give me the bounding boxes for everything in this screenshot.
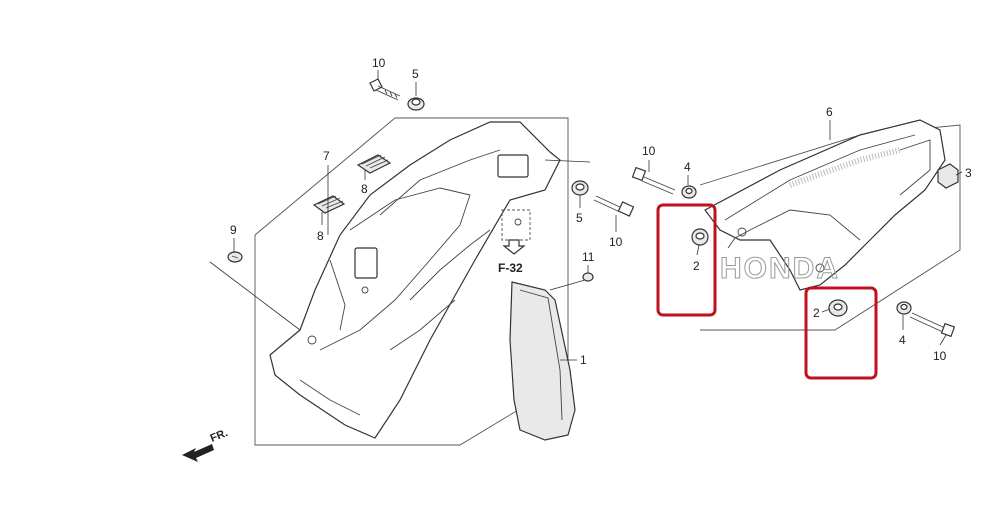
- callout-2-right: 2: [813, 306, 820, 320]
- pad-part-8-lower: [312, 195, 346, 214]
- grommet-part-2-left: [691, 228, 709, 246]
- bolt-part-10-middle: [593, 195, 635, 217]
- splash-guard-part-1: [509, 281, 576, 441]
- callout-10-lower-right: 10: [933, 349, 947, 363]
- callout-8-upper: 8: [361, 182, 368, 196]
- bolt-part-10-lower-right: [909, 312, 956, 338]
- front-direction-arrow: [182, 444, 214, 462]
- rear-fender-frame: [254, 117, 569, 446]
- collar-part-5-middle: [571, 180, 589, 196]
- collar-part-5-top: [407, 97, 425, 111]
- brand-logo: HONDA: [720, 252, 840, 285]
- bolt-part-10-top: [369, 78, 401, 101]
- callout-2-left: 2: [693, 259, 700, 273]
- callout-4-lower: 4: [899, 333, 906, 347]
- washer-part-4-upper: [681, 185, 697, 199]
- washer-part-4-lower: [896, 301, 912, 315]
- part-3-block: [937, 163, 959, 189]
- callout-9: 9: [230, 223, 237, 237]
- bolt-part-10-upper-right: [631, 166, 676, 195]
- rear-cowl-frame: [699, 124, 961, 331]
- pad-part-8-upper: [356, 154, 392, 174]
- rear-cowl-part-6: [704, 119, 946, 291]
- screw-part-9: [227, 251, 243, 263]
- callout-5-middle: 5: [576, 211, 583, 225]
- rear-fender-part-7: [269, 121, 561, 439]
- callout-11: 11: [582, 250, 595, 264]
- callout-8-lower: 8: [317, 229, 324, 243]
- callout-1: 1: [580, 353, 587, 367]
- reference-detail: [501, 209, 531, 255]
- grommet-part-2-right: [828, 299, 848, 317]
- highlight-box-left: [656, 203, 717, 317]
- highlight-box-right: [804, 286, 878, 380]
- callout-10-middle: 10: [609, 235, 623, 249]
- leader-lines: [209, 70, 963, 361]
- callout-10-upper-right: 10: [642, 144, 656, 158]
- front-direction-label: FR.: [209, 427, 230, 445]
- callout-7: 7: [323, 149, 330, 163]
- callout-10-top: 10: [372, 56, 386, 70]
- reference-label: F-32: [498, 261, 523, 275]
- callout-6: 6: [826, 105, 833, 119]
- callout-4-upper: 4: [684, 160, 691, 174]
- callout-3: 3: [965, 166, 972, 180]
- callout-5-top: 5: [412, 67, 419, 81]
